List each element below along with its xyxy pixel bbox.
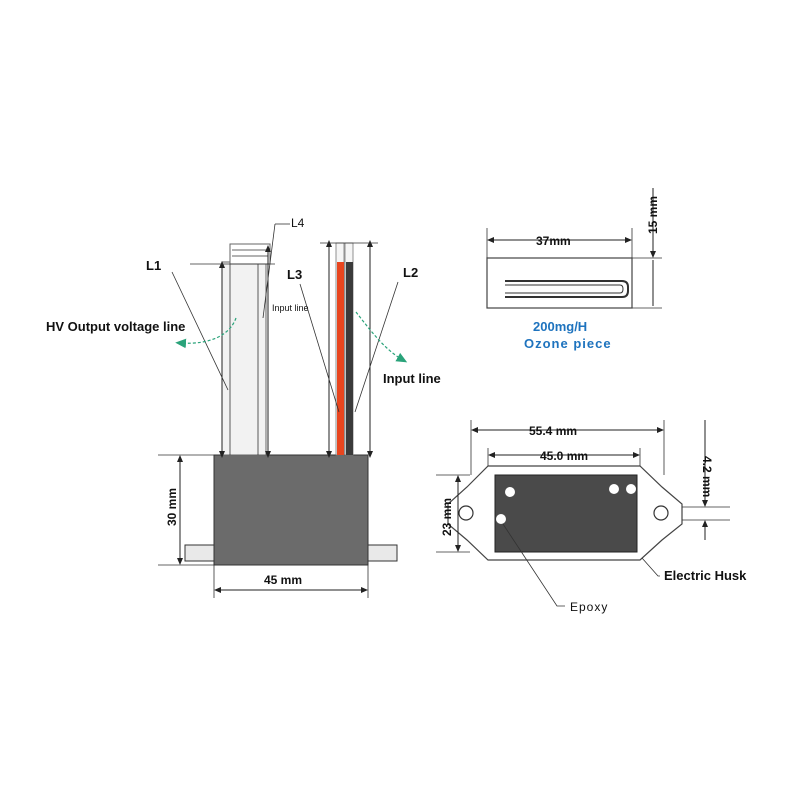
label-45-0mm: 45.0 mm	[540, 449, 588, 463]
ozone-plate	[486, 257, 633, 309]
label-input-line: Input line	[383, 371, 441, 386]
mounting-foot-left	[184, 544, 218, 562]
label-epoxy: Epoxy	[570, 600, 608, 614]
label-l4: L4	[291, 216, 305, 230]
label-45mm: 45 mm	[264, 573, 302, 587]
ozone-piece: 37mm 15 mm 200mg/H Ozone piece	[486, 188, 662, 351]
label-15mm: 15 mm	[646, 196, 660, 234]
label-37mm: 37mm	[536, 234, 571, 248]
terminal-1	[505, 487, 515, 497]
label-l3: L3	[287, 267, 302, 282]
hv-output-green-arrow	[175, 317, 237, 349]
terminal-4	[496, 514, 506, 524]
mounting-hole-left	[458, 505, 474, 521]
label-ozone-piece: Ozone piece	[524, 336, 612, 351]
label-electric-husk: Electric Husk	[664, 568, 747, 583]
input-green-arrow	[355, 311, 408, 363]
label-input-line-small: Input line	[272, 303, 309, 313]
label-hv-output: HV Output voltage line	[46, 319, 185, 334]
top-view-generator: 55.4 mm 45.0 mm 23 mm 4.2 mm Electric Hu…	[436, 420, 747, 614]
input-wire-black	[346, 262, 353, 455]
tube-cap	[229, 243, 271, 265]
mounting-foot-right	[364, 544, 398, 562]
terminal-2	[609, 484, 619, 494]
generator-body	[213, 454, 369, 566]
label-23mm: 23 mm	[440, 498, 454, 536]
label-ozone-rate: 200mg/H	[533, 319, 587, 334]
terminal-3	[626, 484, 636, 494]
label-30mm: 30 mm	[165, 488, 179, 526]
label-4-2mm: 4.2 mm	[700, 456, 714, 497]
label-55-4mm: 55.4 mm	[529, 424, 577, 438]
input-wire-red	[337, 262, 344, 455]
mounting-hole-right	[653, 505, 669, 521]
ozone-electrode	[505, 280, 629, 298]
label-l1: L1	[146, 258, 161, 273]
side-view-generator: L1 L4 L3 L2 HV Output voltage line Input…	[46, 216, 441, 598]
hv-output-tube	[221, 261, 267, 456]
label-l2: L2	[403, 265, 418, 280]
